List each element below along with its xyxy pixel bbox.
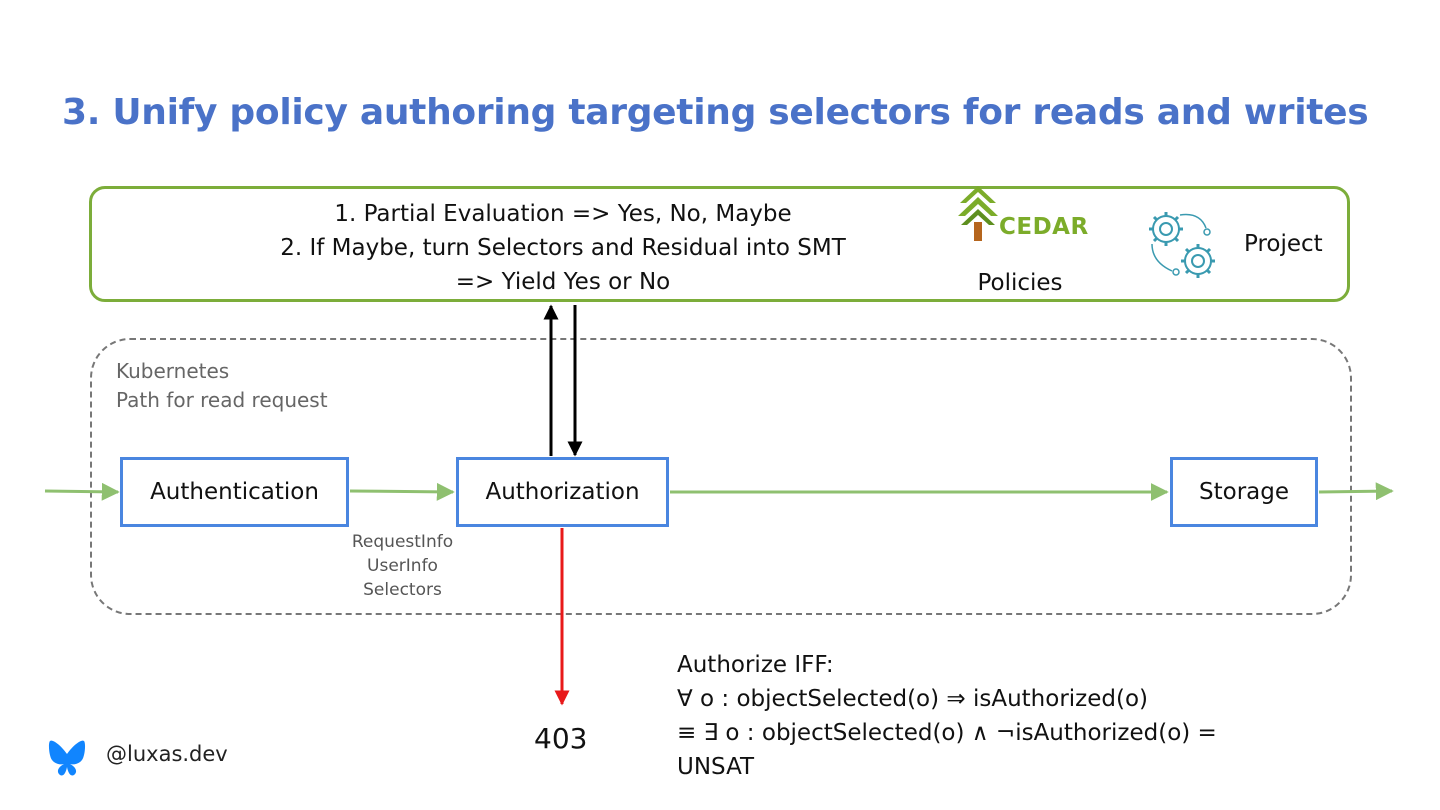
policy-engine-box [89,186,1350,302]
policies-label: Policies [977,270,1063,296]
step-line-3: => Yield Yes or No [455,269,671,295]
request-info-line-2: UserInfo [367,556,438,576]
arrow-outgoing [1318,482,1394,501]
kubernetes-subtitle: Path for read request [116,388,328,412]
denied-status-code: 403 [534,722,588,755]
project-gears-icon [1149,212,1215,278]
request-info-line-3: Selectors [363,580,442,600]
request-info-line-1: RequestInfo [351,532,454,552]
formula-line-3: ≡ ∃ o : objectSelected(o) ∧ ¬isAuthorize… [677,720,1217,746]
step-line-1: 1. Partial Evaluation => Yes, No, Maybe [334,201,792,227]
formula-line-4: UNSAT [677,754,755,780]
butterfly-icon [48,740,86,776]
cedar-logo-icon [958,186,998,241]
kubernetes-title: Kubernetes [116,359,230,383]
slide-title: 3. Unify policy authoring targeting sele… [62,92,1369,133]
project-label: Project [1244,231,1323,257]
authorization-label: Authorization [485,479,640,505]
step-line-2: 2. If Maybe, turn Selectors and Residual… [280,235,846,261]
request-info-label: RequestInfo UserInfo Selectors [340,530,465,602]
storage-label: Storage [1199,479,1289,505]
storage-node: Storage [1170,457,1318,527]
authentication-label: Authentication [150,479,319,505]
authorization-node: Authorization [456,457,669,527]
authentication-node: Authentication [120,457,349,527]
cedar-logo-text: CEDAR [999,214,1089,240]
formula-line-1: Authorize IFF: [677,652,834,678]
policy-engine-steps: 1. Partial Evaluation => Yes, No, Maybe … [200,197,926,299]
arrow-incoming [44,482,120,501]
arrow-authn-to-authz [349,482,455,501]
author-handle: @luxas.dev [106,742,228,766]
kubernetes-boundary [90,338,1352,615]
kubernetes-label: Kubernetes Path for read request [116,357,328,415]
formula-line-2: ∀ o : objectSelected(o) ⇒ isAuthorized(o… [677,686,1149,712]
authorization-formula: Authorize IFF: ∀ o : objectSelected(o) ⇒… [677,648,1217,784]
